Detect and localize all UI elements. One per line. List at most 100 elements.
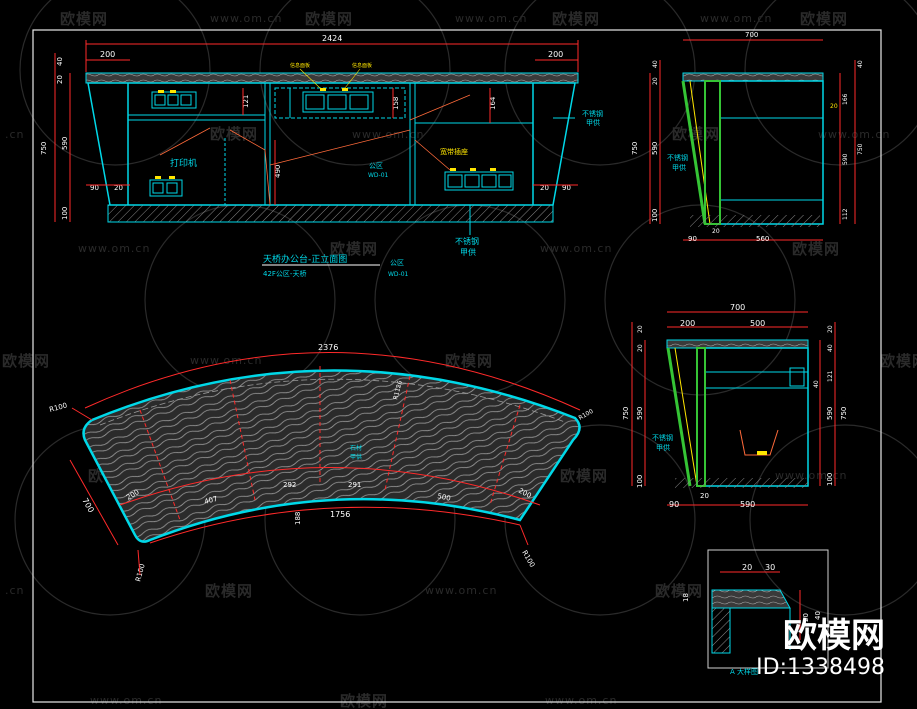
badge-id: ID:1338498 (756, 655, 885, 680)
watermark-url: www.om.cn (545, 694, 618, 707)
label-steel-2: 甲供 (586, 118, 600, 127)
mid-dim-20-right: 20 (827, 325, 834, 333)
dim-90-left: 90 (90, 184, 99, 192)
dim-158: 158 (392, 97, 400, 110)
dim-20: 20 (56, 75, 64, 84)
watermark-url: www.om.cn (540, 242, 613, 255)
side-dim-750-right: 750 (857, 143, 864, 155)
detail-dim-30: 30 (765, 563, 775, 572)
mid-dim-20-2: 20 (637, 344, 644, 352)
watermark-brand: 欧模网 (60, 10, 109, 28)
dim-20-right: 20 (540, 184, 549, 192)
watermark-brand: 欧模网 (445, 352, 494, 370)
side-section-top: 700 40 20 750 590 100 40 166 590 750 112… (631, 31, 864, 243)
watermark-brand: 欧模网 (330, 240, 379, 258)
plan-radius-br: R100 (520, 549, 536, 569)
watermark-url: www.om.cn (90, 694, 163, 707)
label-steel-bottom-2: 甲供 (460, 247, 476, 257)
mid-dim-590-right: 590 (826, 407, 834, 420)
label-steel: 不锈钢 (582, 109, 603, 118)
plan-view: 2376 1756 200 407 292 291 500 (48, 343, 594, 583)
dim-164: 164 (489, 96, 497, 110)
mid-dim-90: 90 (669, 500, 679, 509)
label-printer: 打印机 (170, 157, 197, 169)
plan-center-label-2: 甲供 (350, 453, 362, 461)
detail-dim-18: 18 (682, 593, 690, 602)
mid-dim-590b: 590 (740, 500, 755, 509)
side-label-steel-2: 甲供 (672, 163, 686, 172)
bottom-public-code: WD-01 (388, 271, 409, 278)
label-public: 公区 (369, 162, 383, 170)
front-elevation: 2424 200 200 (40, 34, 603, 278)
plan-radius-bl: R100 (134, 563, 146, 583)
watermark-url: www.om.cn (210, 12, 283, 25)
dim-20-left: 20 (114, 184, 123, 192)
mid-label-steel: 不锈钢 (652, 433, 673, 442)
label-top-tag: 信息面板 (290, 62, 310, 69)
side-dim-90: 90 (688, 235, 697, 243)
watermark-url: .cn (5, 584, 25, 597)
plan-dim-188: 188 (294, 512, 302, 525)
dim-right-200: 200 (548, 50, 563, 59)
side-dim-560: 560 (756, 235, 769, 243)
mid-dim-200: 200 (680, 319, 695, 328)
watermark-url: www.om.cn (78, 242, 151, 255)
mid-dim-20: 20 (637, 325, 644, 333)
mid-dim-500: 500 (750, 319, 765, 328)
mid-dim-40: 40 (827, 344, 834, 352)
plan-arc-bottom: 1756 (330, 510, 350, 519)
side-dim-20-tag: 20 (830, 103, 838, 110)
dim-100: 100 (61, 207, 69, 220)
drawing-frame (32, 29, 882, 703)
detail-caption: A 大样图 (730, 667, 758, 676)
mid-dim-700: 700 (730, 303, 745, 312)
watermark-brand: 欧模网 (552, 10, 601, 28)
side-dim-20: 20 (652, 77, 659, 85)
dim-left-200: 200 (100, 50, 115, 59)
plan-dim-1126: R1126 (392, 380, 404, 401)
watermark-url: www.om.cn (190, 354, 263, 367)
dim-750: 750 (40, 142, 48, 155)
dim-490: 490 (274, 165, 282, 178)
watermark-brand: 欧模网 (800, 10, 849, 28)
mid-label-steel-2: 甲供 (656, 443, 670, 452)
plan-dim-500: 500 (437, 492, 452, 503)
side-dim-100: 100 (651, 209, 659, 222)
elevation-subtitle: 42F公区-天桥 (263, 269, 306, 278)
watermark-brand: 欧模网 (560, 467, 609, 485)
watermark-brand: 欧模网 (792, 240, 841, 258)
bottom-public-label: 公区 (390, 259, 404, 267)
side-dim-750: 750 (631, 142, 639, 155)
plan-dim-407: 407 (203, 495, 218, 506)
plan-radius-tl: R100 (48, 401, 68, 413)
dim-overall-width: 2424 (322, 34, 342, 43)
watermark-url: www.om.cn (425, 584, 498, 597)
side-dim-590: 590 (651, 142, 659, 155)
side-label-steel: 不锈钢 (667, 153, 688, 162)
detail-view: 20 30 18 40 20 A 大样图 (682, 549, 829, 676)
watermark-url: www.om.cn (700, 12, 773, 25)
watermark-brand: 欧模网 (340, 692, 389, 709)
dim-121: 121 (242, 95, 250, 108)
side-dim-112: 112 (842, 208, 849, 220)
plan-arc-top: 2376 (318, 343, 338, 352)
label-public-code: WD-01 (368, 172, 389, 179)
mid-dim-100-right: 100 (826, 473, 834, 486)
mid-dim-750: 750 (622, 407, 630, 420)
plan-dim-291: 291 (348, 481, 361, 489)
watermark-brand: 欧模网 (655, 582, 704, 600)
side-dim-590-right: 590 (842, 153, 849, 165)
label-steel-bottom: 不锈钢 (455, 236, 479, 246)
plan-radius-tr: R100 (578, 408, 595, 422)
detail-dim-20: 20 (742, 563, 752, 572)
watermark-brand: 欧模网 (672, 125, 721, 143)
watermark-brand: 欧模网 (205, 582, 254, 600)
side-dim-700: 700 (745, 31, 758, 39)
dim-40: 40 (56, 57, 64, 66)
badge-brand: 欧模网 (783, 616, 885, 656)
side-section-mid: 700 200 500 20 20 750 590 100 20 4 (622, 303, 848, 509)
mid-dim-40b: 40 (813, 380, 820, 388)
side-dim-166: 166 (842, 93, 849, 105)
dim-90-right: 90 (562, 184, 571, 192)
